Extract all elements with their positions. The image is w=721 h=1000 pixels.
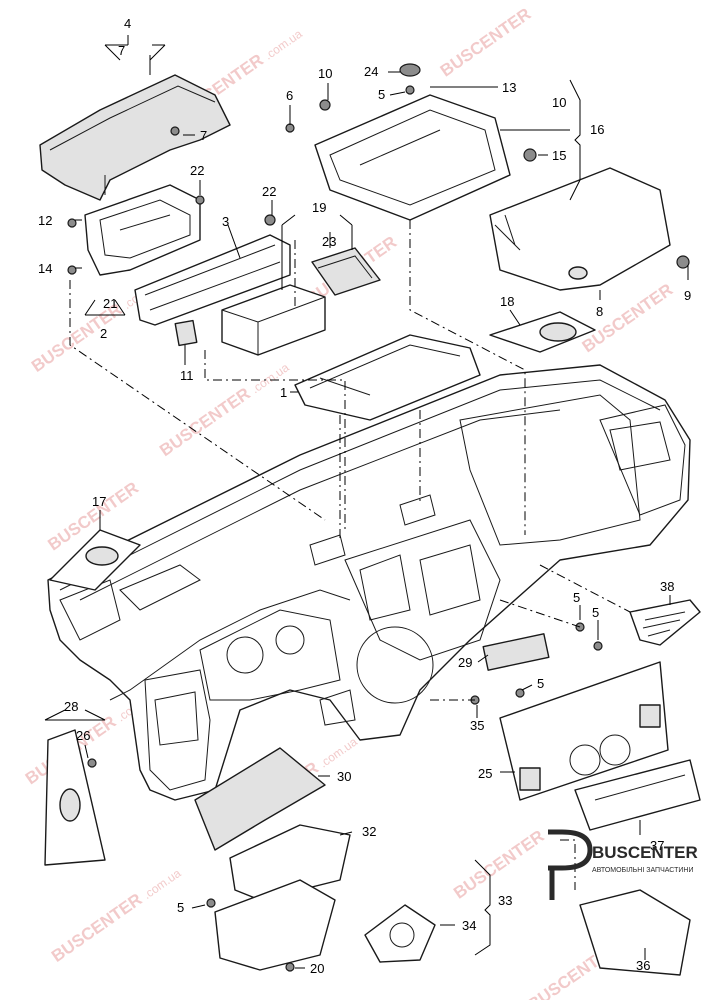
callout-7: 7 [200,128,207,143]
callout-20: 20 [310,961,324,976]
leader-lines [44,35,689,969]
callout-5: 5 [573,590,580,605]
callout-25: 25 [478,766,492,781]
part-30-cover [194,747,326,851]
callout-32: 32 [362,824,376,839]
callout-11: 11 [180,368,194,383]
callout-numbers: 4 7 7 22 12 14 21 2 3 22 6 10 5 24 13 10… [38,16,691,976]
callout-10: 10 [318,66,332,81]
dashboard-main-body [47,364,691,801]
callout-2: 2 [100,326,107,341]
callout-21: 21 [103,296,117,311]
part-29-switch [482,633,550,671]
part-33-column-shroud-lower [214,879,336,971]
callout-28: 28 [64,699,78,714]
part-16-glovebox-housing [314,94,511,221]
part-32-column-shroud-upper [229,824,351,901]
watermark-text: BUSCENTER [450,826,548,902]
part-3-trim-strip [134,234,291,326]
part-23-pad [311,247,381,296]
callout-9: 9 [684,288,691,303]
callout-5: 5 [537,676,544,691]
callout-14: 14 [38,261,52,276]
callout-34: 34 [462,918,476,933]
callout-10: 10 [552,95,566,110]
callout-26: 26 [76,728,90,743]
logo-tagline: АВТОМОБІЛЬНІ ЗАПЧАСТИНИ [592,867,693,874]
part-25-instrument-cluster [499,661,669,801]
callout-33: 33 [498,893,512,908]
callout-30: 30 [337,769,351,784]
callout-5: 5 [177,900,184,915]
watermark-text: BUSCENTER [156,384,254,460]
watermark-url: .com.ua [262,27,305,63]
part-28-corner-trim [44,729,106,866]
callout-15: 15 [552,148,566,163]
callout-35: 35 [470,718,484,733]
callout-8: 8 [596,304,603,319]
part-8-glovebox-lid [489,167,671,291]
part-36-bracket [579,889,691,976]
callout-5: 5 [592,605,599,620]
callout-17: 17 [92,494,106,509]
watermark-url: .com.ua [140,866,183,902]
part-19-storage-box [221,284,326,356]
callout-29: 29 [458,655,472,670]
watermark-text: BUSCENTER [28,300,126,376]
callout-36: 36 [636,958,650,973]
callout-19: 19 [312,200,326,215]
part-2-support-bracket [84,184,201,276]
part-37-unit [574,759,701,831]
watermark-text: BUSCENTER [48,890,146,966]
watermark-text: BUSCENTER [579,280,677,356]
buscenter-logo: BUSCENTER АВТОМОБІЛЬНІ ЗАПЧАСТИНИ [548,829,698,900]
watermark-url: .com.ua [317,734,360,770]
callout-6: 6 [286,88,293,103]
callout-18: 18 [500,294,514,309]
part-18-speaker-grille [489,311,596,353]
part-17-speaker-grille [49,529,141,591]
callout-24: 24 [364,64,378,79]
callout-1: 1 [280,385,287,400]
part-4-instrument-cover [39,74,231,201]
callout-16: 16 [590,122,604,137]
fasteners [67,63,690,972]
callout-4: 4 [124,16,131,31]
callout-37: 37 [650,838,664,853]
callout-7: 7 [118,43,125,58]
part-38-switch-panel [629,599,701,646]
dashed-assembly-lines [69,220,631,890]
callout-13: 13 [502,80,516,95]
callout-38: 38 [660,579,674,594]
callout-23: 23 [322,234,336,249]
logo-name: BUSCENTER [592,843,698,862]
callout-5: 5 [378,87,385,102]
callout-3: 3 [222,214,229,229]
callout-12: 12 [38,213,52,228]
callout-22: 22 [190,163,204,178]
part-34-ring [364,904,436,963]
watermark-text: BUSCENTER [437,4,535,80]
callout-22: 22 [262,184,276,199]
part-11-clip [174,319,198,347]
